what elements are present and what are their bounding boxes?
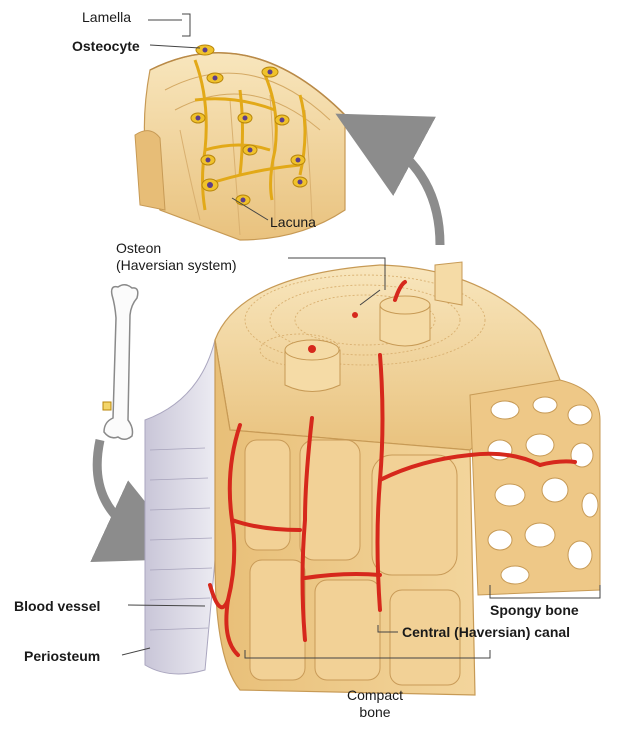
- label-spongy-bone: Spongy bone: [490, 602, 579, 618]
- long-bone-icon: [103, 285, 138, 440]
- label-lacuna: Lacuna: [270, 214, 316, 230]
- label-haversian-system: (Haversian system): [116, 257, 237, 273]
- curved-arrow-left: [97, 440, 150, 540]
- label-periosteum: Periosteum: [24, 648, 100, 664]
- label-osteon: Osteon: [116, 240, 161, 256]
- label-central-canal: Central (Haversian) canal: [402, 624, 570, 640]
- lamella-inset: [135, 45, 345, 240]
- label-bone: bone: [335, 704, 415, 720]
- label-lamella: Lamella: [82, 9, 131, 25]
- label-blood-vessel: Blood vessel: [14, 598, 100, 614]
- label-compact: Compact: [335, 687, 415, 703]
- curved-arrow-top: [375, 135, 440, 245]
- periosteum-layer: [145, 340, 215, 674]
- label-osteocyte: Osteocyte: [72, 38, 140, 54]
- spongy-bone-block: [470, 380, 600, 595]
